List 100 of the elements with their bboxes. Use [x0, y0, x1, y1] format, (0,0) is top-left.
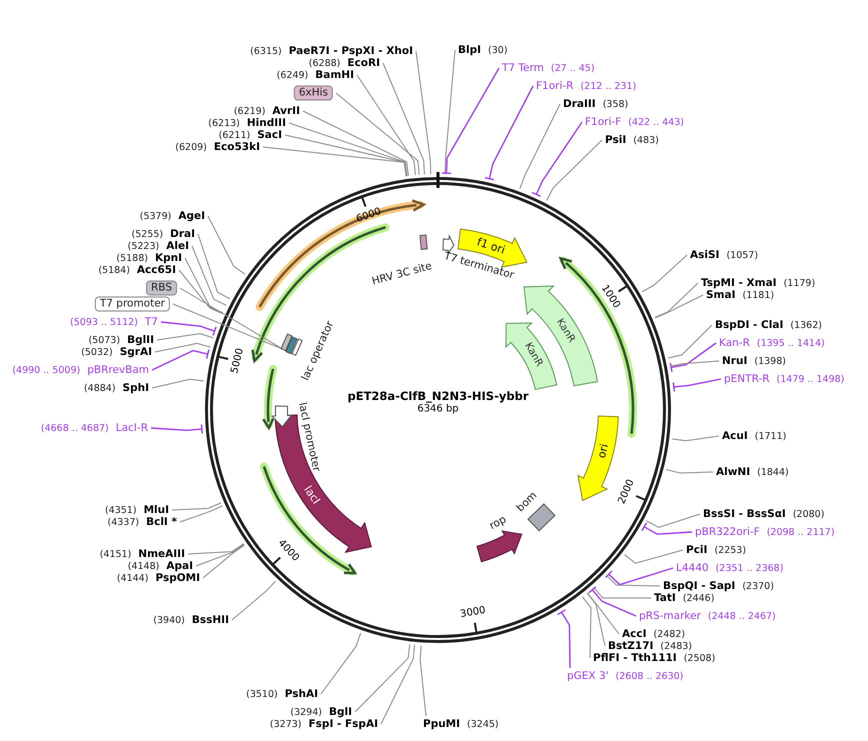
feature-label: rop — [488, 514, 508, 532]
cut-position: (5223) — [128, 241, 160, 252]
enzyme-name: SacI — [257, 129, 282, 141]
leader-line — [382, 62, 425, 175]
cut-position: (4151) — [100, 549, 132, 560]
enzyme-name: SphI — [122, 382, 149, 394]
leader-line — [672, 436, 720, 442]
cut-position: (5188) — [116, 253, 148, 264]
leader-line — [606, 574, 660, 586]
enzyme-name: AleI — [166, 240, 189, 252]
enzyme-name: TatI — [654, 592, 676, 604]
leader-line — [646, 514, 700, 528]
cut-position: (4351) — [104, 505, 137, 516]
primer-position: (1395 .. 1414) — [756, 338, 825, 349]
leader-line — [666, 469, 714, 474]
leader-line — [151, 349, 210, 371]
primer-name: T7 — [144, 316, 158, 328]
plasmid-size: 6346 bp — [417, 404, 459, 414]
cut-position: (1362) — [790, 320, 822, 331]
primer-name: Kan-R — [719, 337, 750, 349]
enzyme-name: PsiI — [605, 134, 626, 146]
enzyme-name: FspI - FspAI — [308, 718, 378, 730]
primer-position: (1479 .. 1498) — [776, 374, 844, 385]
primer-position: (2448 .. 2467) — [708, 611, 776, 622]
leader-line — [336, 92, 420, 176]
cut-position: (1181) — [742, 290, 774, 301]
enzyme-name: PaeR7I - PspXI - XhoI — [288, 45, 413, 57]
leader-line — [654, 294, 704, 318]
cut-position: (1844) — [757, 467, 789, 478]
enzyme-name: SmaI — [706, 289, 736, 301]
cut-position: (6219) — [234, 106, 266, 117]
leader-line — [160, 321, 217, 336]
cut-position: (4337) — [108, 517, 140, 528]
cut-position: (4144) — [116, 573, 148, 584]
cut-position: (5073) — [88, 335, 120, 346]
leader-line — [586, 592, 606, 646]
cut-position: (2253) — [714, 545, 746, 556]
leader-line — [484, 85, 534, 180]
leader-line — [444, 50, 456, 175]
primer-position: (2608 .. 2630) — [616, 671, 684, 682]
leader-line — [198, 234, 230, 300]
leader-line — [302, 110, 409, 176]
cut-position: (1179) — [784, 278, 816, 289]
enzyme-name: PpuMI — [423, 718, 460, 730]
leader-line — [356, 74, 416, 176]
enzyme-name: NmeAIII — [138, 548, 185, 560]
enzyme-name: PshAI — [284, 688, 318, 700]
leader-line — [262, 146, 407, 177]
cut-position: (6209) — [175, 142, 207, 153]
leader-line — [150, 424, 203, 434]
primer-name: L4440 — [676, 562, 709, 574]
leader-line — [546, 140, 602, 201]
cut-position: (2370) — [742, 581, 774, 592]
enzyme-name: AvrII — [272, 105, 300, 117]
tick-label: 6000 — [355, 206, 382, 225]
primer-name: pBRrevBam — [87, 364, 149, 376]
cut-position: (5032) — [81, 347, 113, 358]
leader-line — [604, 567, 674, 586]
leader-line — [586, 592, 620, 634]
cut-position: (4148) — [128, 561, 160, 572]
enzyme-name: BssSI - BssSαI — [703, 508, 786, 520]
cut-position: (6211) — [218, 130, 250, 141]
leader-line — [380, 644, 416, 724]
cut-position: (3294) — [290, 707, 322, 718]
enzyme-name: EcoRI — [347, 57, 380, 69]
leader-line — [320, 632, 362, 694]
enzyme-name: PspOMI — [155, 572, 200, 584]
enzyme-name: Eco53kI — [214, 141, 260, 153]
primer-name: pENTR-R — [724, 373, 770, 385]
enzyme-name: BlpI — [458, 44, 482, 56]
enzyme-name: DraIII — [563, 98, 596, 110]
enzyme-name: BglII — [127, 334, 154, 346]
cut-position: (6315) — [250, 46, 282, 57]
cut-position: (4884) — [84, 383, 116, 394]
leader-line — [672, 378, 722, 392]
leader-line — [188, 543, 244, 554]
cut-position: (3273) — [270, 719, 302, 730]
enzyme-name: AcuI — [722, 430, 748, 442]
leader-line — [654, 282, 698, 318]
enzyme-name: DraI — [170, 228, 195, 240]
cut-position: (6249) — [276, 70, 308, 81]
cut-position: (2080) — [792, 509, 824, 520]
feature-tag: T7 promoter — [94, 296, 170, 312]
cut-position: (2482) — [653, 629, 686, 640]
map-title: pET28a-ClfB_N2N3-HIS-ybbr — [348, 389, 528, 403]
cut-position: (5379) — [140, 211, 172, 222]
enzyme-name: BspQI - SapI — [663, 580, 736, 592]
cut-position: (5184) — [98, 265, 130, 276]
leader-line — [288, 122, 408, 177]
cut-position: (358) — [602, 99, 628, 110]
leader-line — [152, 378, 204, 388]
leader-line — [172, 502, 222, 510]
primer-position: (4668 .. 4687) — [40, 423, 109, 434]
primer-position: (422 .. 443) — [628, 117, 684, 128]
cut-position: (1398) — [754, 356, 786, 367]
feature-label: ori — [596, 442, 610, 460]
enzyme-name: AgeI — [178, 210, 205, 222]
enzyme-name: BclI * — [146, 516, 177, 528]
tick-label: 3000 — [460, 606, 486, 620]
enzyme-name: SgrAI — [120, 346, 152, 358]
